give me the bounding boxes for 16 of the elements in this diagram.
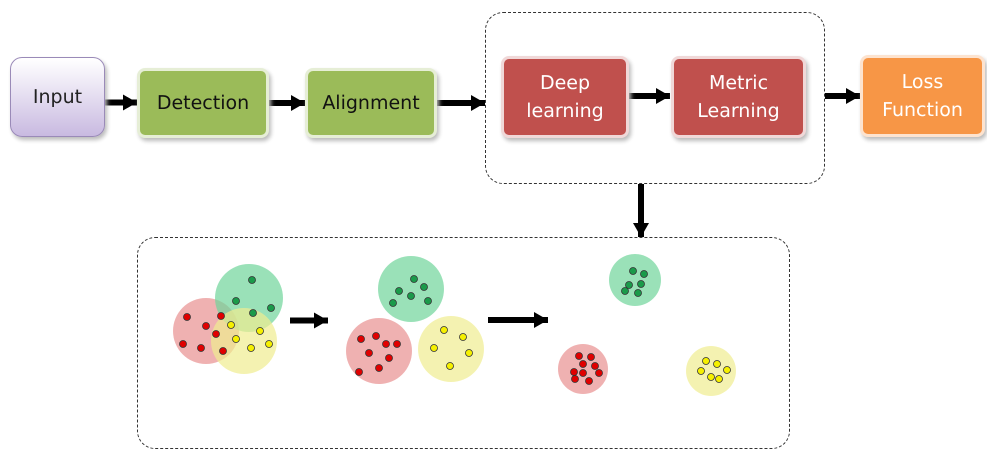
- arrow: [633, 184, 649, 237]
- group-box: [485, 12, 825, 184]
- process-box: Alignment: [305, 68, 437, 138]
- arrow: [290, 312, 328, 328]
- arrow: [437, 95, 485, 111]
- process-box: Deep learning: [501, 56, 629, 138]
- process-box: Input: [10, 57, 105, 137]
- arrow: [488, 312, 548, 328]
- arrow: [825, 88, 860, 104]
- process-box: Loss Function: [860, 55, 985, 137]
- dashed-panel: [137, 237, 790, 449]
- arrow: [105, 94, 137, 110]
- arrow: [269, 95, 305, 111]
- process-box: Detection: [137, 68, 269, 138]
- process-box: Metric Learning: [671, 56, 806, 138]
- arrow: [628, 88, 670, 104]
